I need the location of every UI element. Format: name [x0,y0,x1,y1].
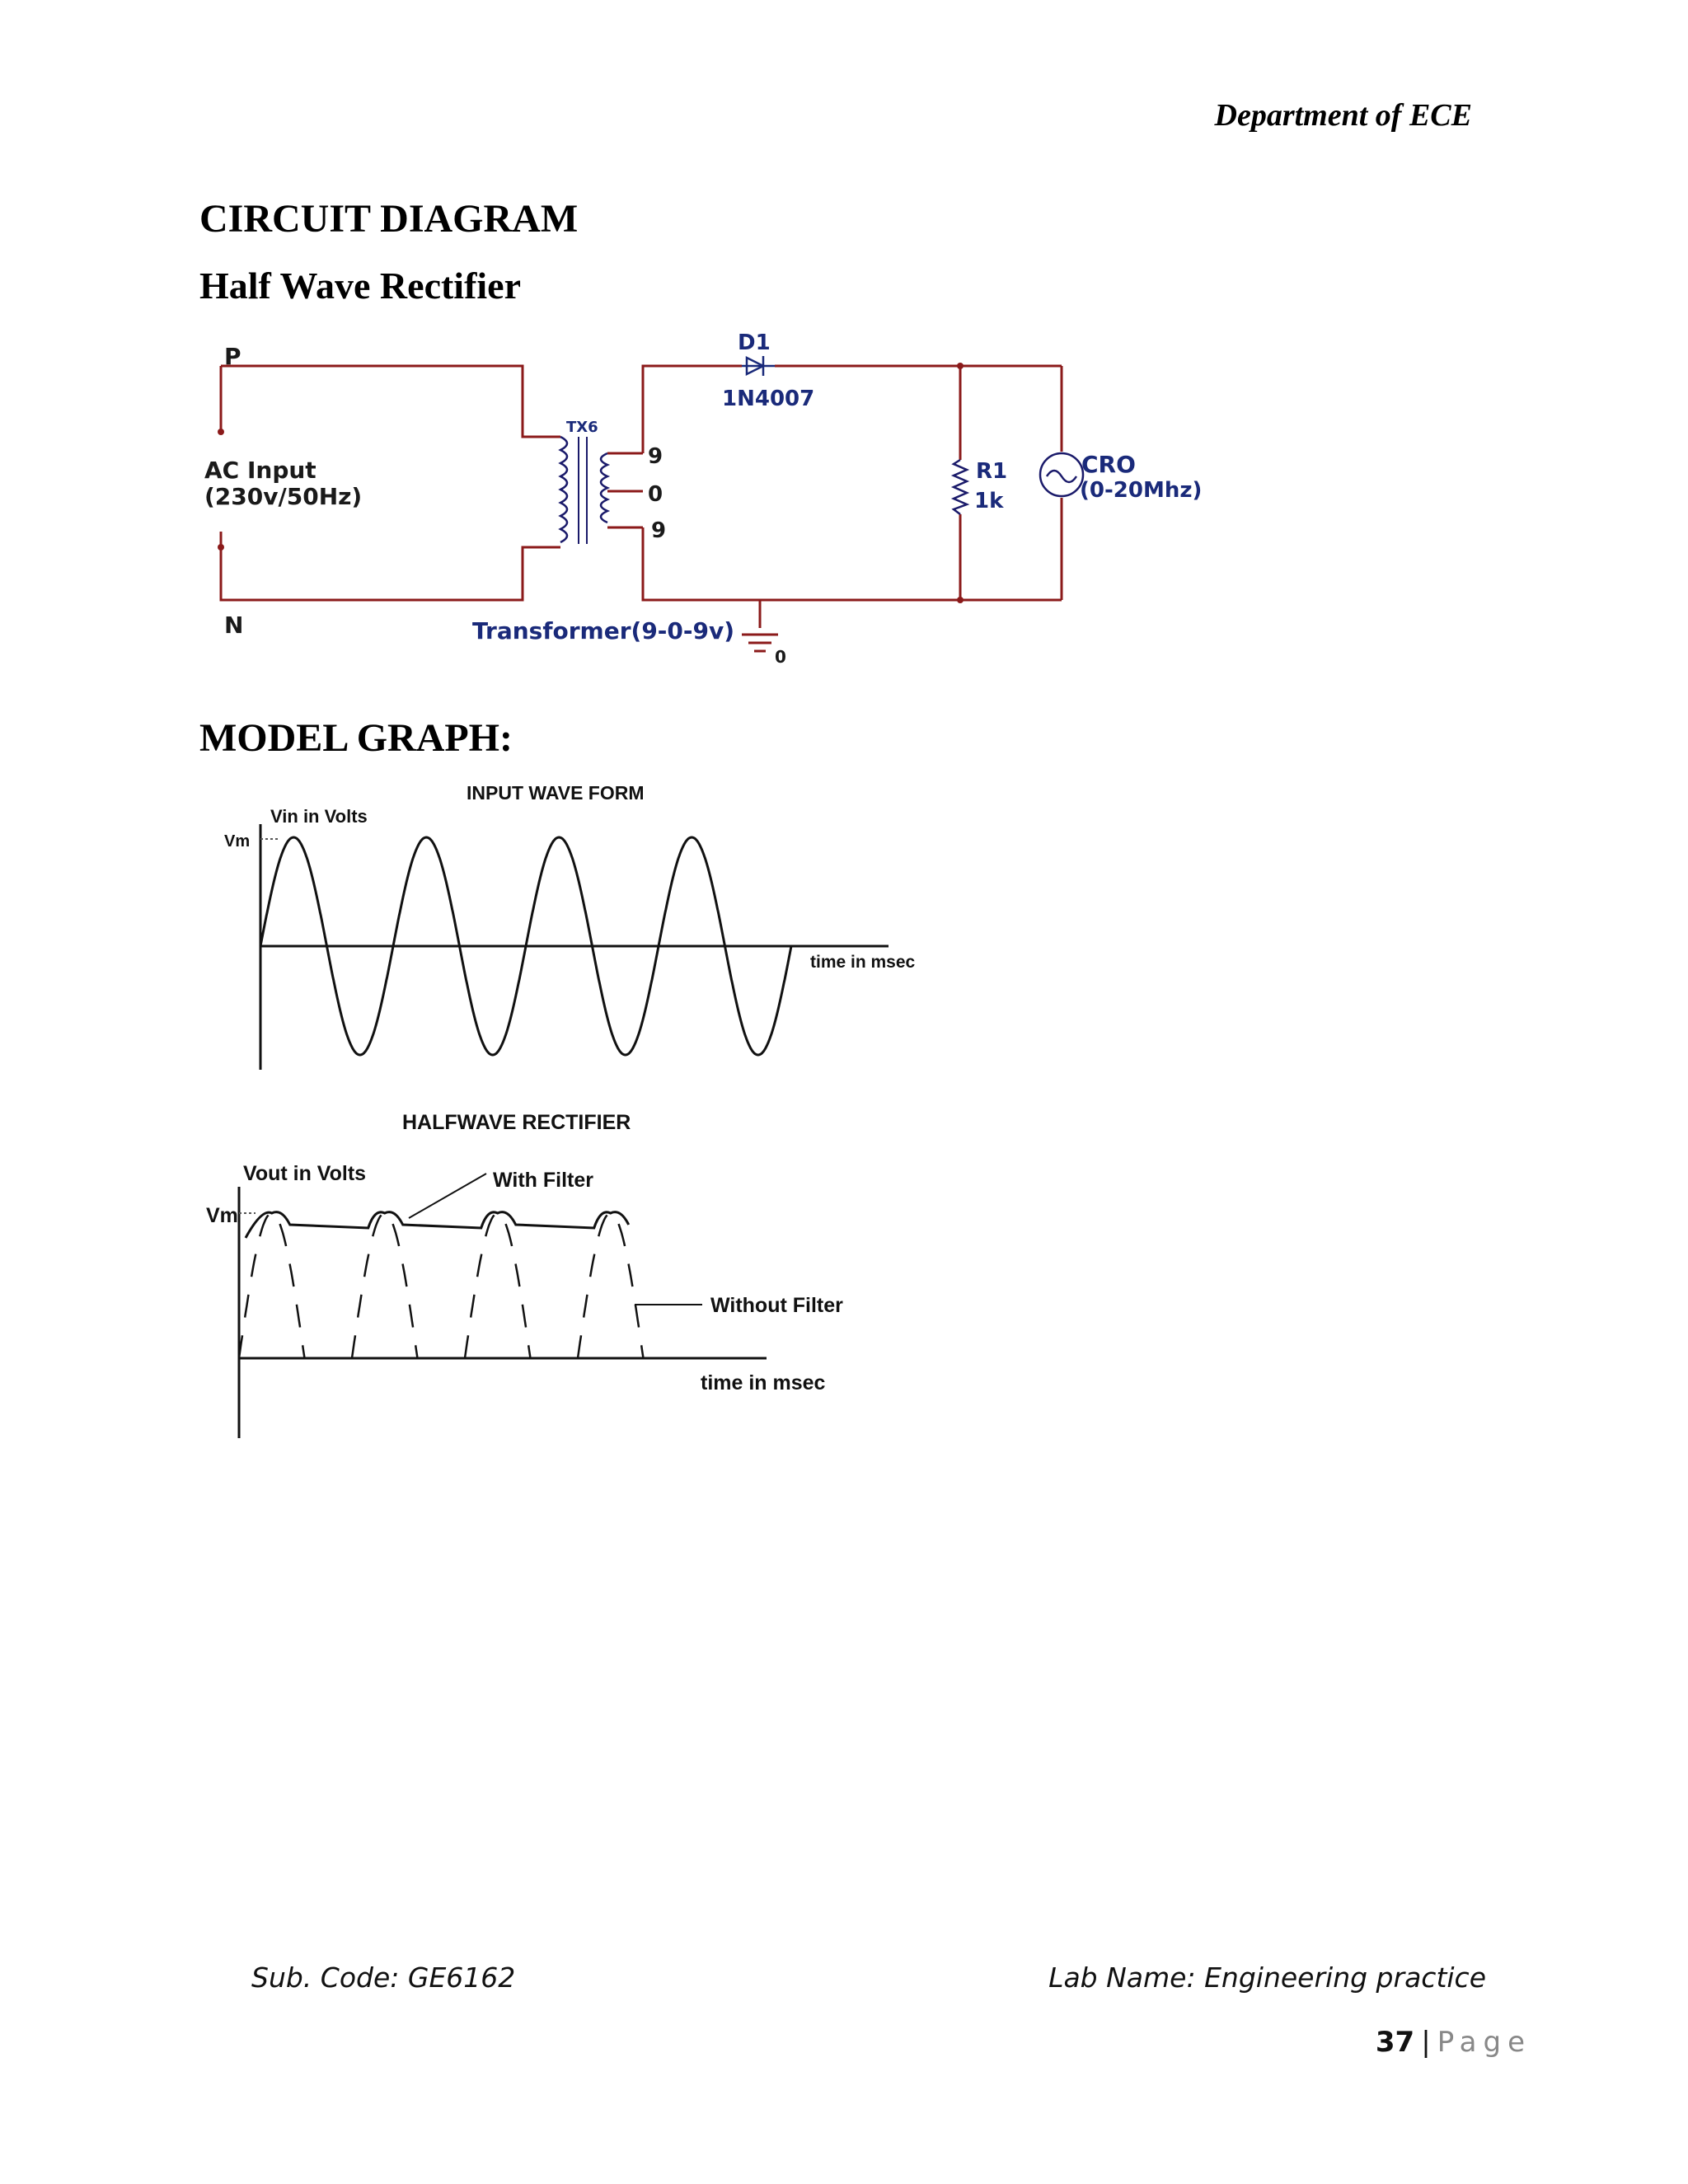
with-filter-label: With Filter [493,1169,593,1192]
input-y-label: Vin in Volts [270,806,368,827]
ground-icon [742,633,778,653]
diode-part: 1N4007 [722,387,814,411]
footer-lab-name: Lab Name: Engineering practice [1048,1961,1486,1994]
tap-top-label: 9 [648,444,663,469]
resistor-id: R1 [976,459,1007,484]
sine-icon [1045,469,1078,484]
ac-input-rating: (230v/50Hz) [204,483,362,510]
output-x-label: time in msec [701,1371,826,1394]
footer-sub-code: Sub. Code: GE6162 [251,1961,516,1994]
input-x-label: time in msec [810,953,916,972]
output-y-label: Vout in Volts [243,1162,366,1185]
diode-symbol [742,355,775,377]
secondary-wire-bottom [641,527,1062,602]
primary-wire-top [221,364,560,438]
cro-label: CRO [1081,451,1136,478]
input-graph-title: INPUT WAVE FORM [467,782,645,804]
tap-bottom-label: 9 [651,518,666,543]
output-graph-title: HALFWAVE RECTIFIER [402,1111,631,1134]
ac-input-label: AC Input [204,457,316,484]
tap-center-label: 0 [648,482,663,507]
resistor-symbol [950,458,970,515]
page-word: Page [1437,2026,1531,2059]
transformer-id: TX6 [566,419,598,436]
page-separator: | [1421,2026,1431,2059]
ground-label: 0 [775,647,786,667]
without-filter-label: Without Filter [710,1294,843,1317]
page-number: 37 [1375,2026,1415,2059]
secondary-wire-top [641,364,742,453]
output-vm-label: Vm [206,1204,238,1227]
circuit-diagram-heading: CIRCUIT DIAGRAM [199,197,579,241]
page-number-block: 37|Page [1376,2026,1531,2059]
input-vm-label: Vm [224,832,250,851]
resistor-value: 1k [974,489,1004,513]
output-without-filter-wave [237,1212,645,1359]
transformer-secondary-coil [599,452,611,524]
department-header: Department of ECE [1214,98,1472,133]
model-graph-heading: MODEL GRAPH: [199,716,513,760]
transformer-label: Transformer(9-0-9v) [472,617,734,644]
output-with-filter-wave [244,1211,631,1239]
input-sine-wave [259,836,793,1057]
transformer-primary-coil [558,435,569,544]
primary-wire-bottom [219,532,560,602]
diode-id: D1 [738,330,771,355]
junction-dot [957,597,964,603]
terminal-dot [218,544,224,551]
phase-label: P [224,343,241,370]
terminal-dot [218,429,224,435]
junction-dot [957,363,964,369]
with-filter-pointer [408,1173,487,1219]
cro-range: (0-20Mhz) [1080,478,1202,503]
neutral-label: N [224,612,243,639]
half-wave-rectifier-subheading: Half Wave Rectifier [199,265,522,307]
